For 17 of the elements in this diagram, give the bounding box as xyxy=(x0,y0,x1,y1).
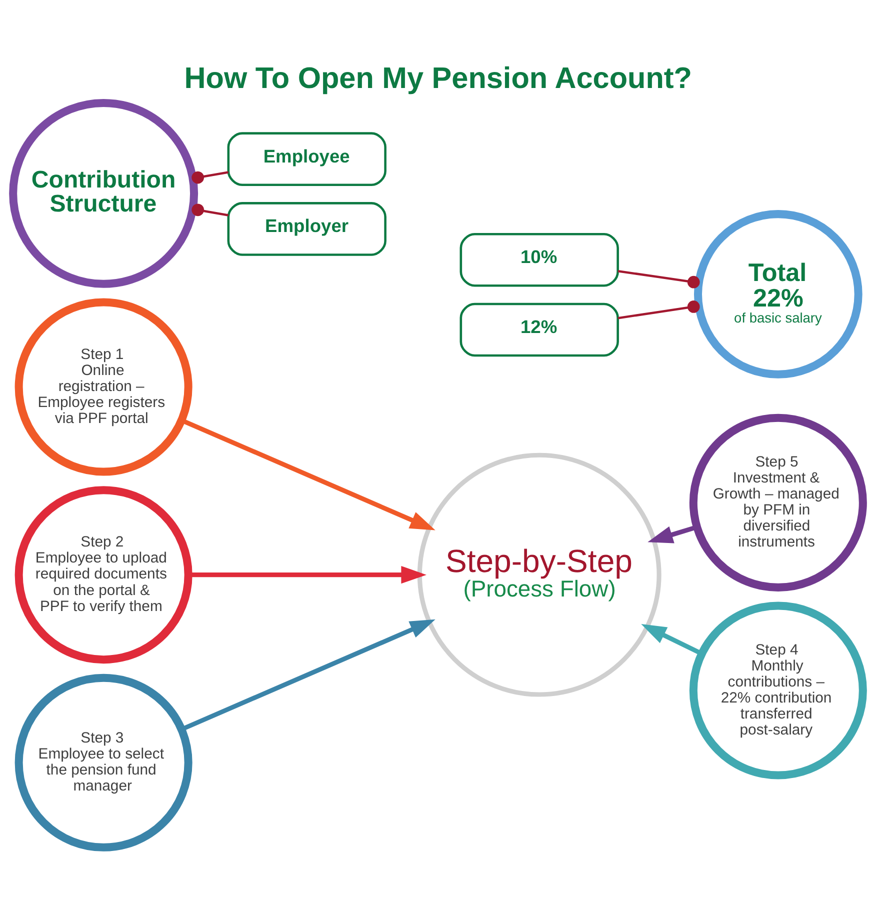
connector xyxy=(192,171,229,184)
node-circle: Step 2 Employee to upload required documents on the portal & PPF to verify them xyxy=(14,486,192,664)
node-circle: Step 3 Employee to select the pension fund manager xyxy=(14,674,192,852)
connector xyxy=(192,204,229,216)
node-box: 10% xyxy=(460,232,619,287)
connector xyxy=(618,270,700,288)
node-circle: Step 1 Online registration – Employee registers via PPF portal xyxy=(14,298,192,476)
node-circle: Total 22% of basic salary xyxy=(694,210,862,378)
connector xyxy=(618,300,700,320)
node-box: Employee xyxy=(227,132,386,186)
node-circle: Step 5 Investment & Growth – managed by PFM in diversified instruments xyxy=(689,414,867,592)
node-circle: Contribution Structure xyxy=(9,98,198,288)
node-circle: Step 4 Monthly contributions – 22% contribution transferred post-salary xyxy=(689,602,867,780)
node-box: 12% xyxy=(460,302,619,357)
node-circle: Step-by-Step (Process Flow) xyxy=(417,452,662,697)
node-box: Employer xyxy=(227,202,386,256)
diagram-title: How To Open My Pension Account? xyxy=(184,62,692,95)
